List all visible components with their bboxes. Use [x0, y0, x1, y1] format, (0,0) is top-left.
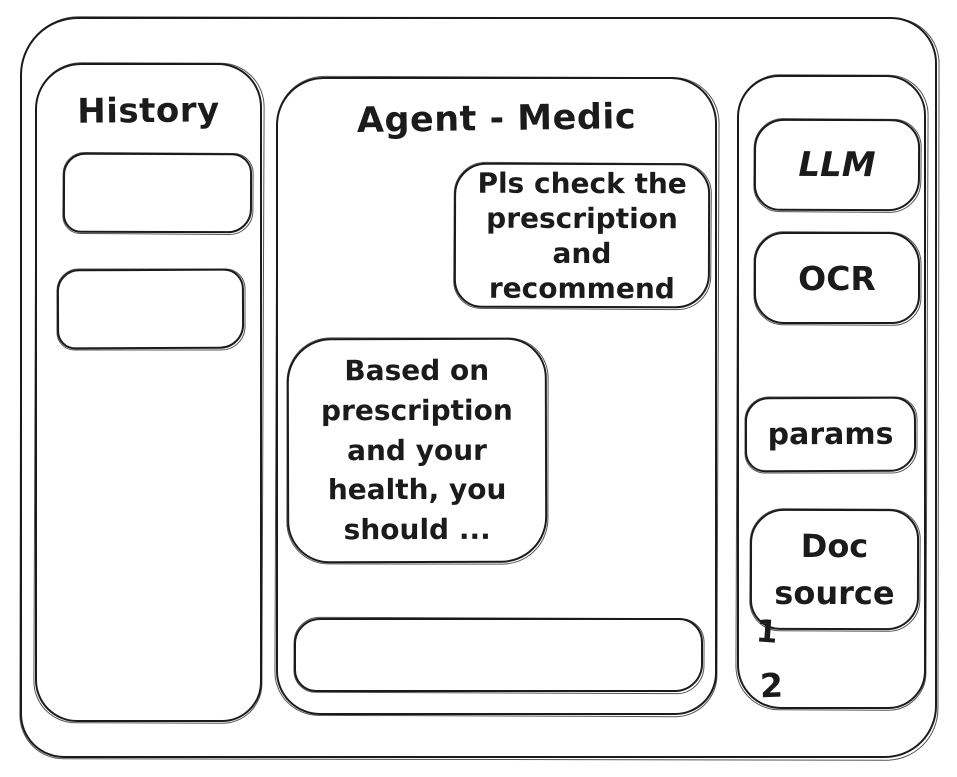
chat-input-container — [294, 618, 703, 692]
tool-doc-source-button[interactable]: Doc source — [749, 508, 920, 631]
tool-llm-button[interactable]: LLM — [753, 118, 921, 212]
history-item[interactable] — [56, 268, 245, 350]
agent-message-bubble: Based on prescription and your health, y… — [286, 337, 548, 564]
tool-ocr-button[interactable]: OCR — [754, 232, 920, 324]
history-item[interactable] — [62, 152, 253, 234]
history-title: History — [77, 90, 220, 132]
chat-input[interactable] — [296, 620, 701, 690]
tools-sidebar: LLM OCR params Doc source 1 2 — [737, 75, 926, 709]
tool-params-button[interactable]: params — [744, 396, 917, 473]
history-sidebar: History — [35, 63, 262, 722]
chat-panel: Agent - Medic Pls check the prescription… — [276, 77, 717, 715]
user-message-bubble: Pls check the prescription and recommend — [453, 162, 711, 309]
doc-source-item-2[interactable]: 2 — [759, 665, 784, 706]
chat-title: Agent - Medic — [356, 97, 637, 141]
doc-source-item-1[interactable]: 1 — [754, 613, 779, 651]
